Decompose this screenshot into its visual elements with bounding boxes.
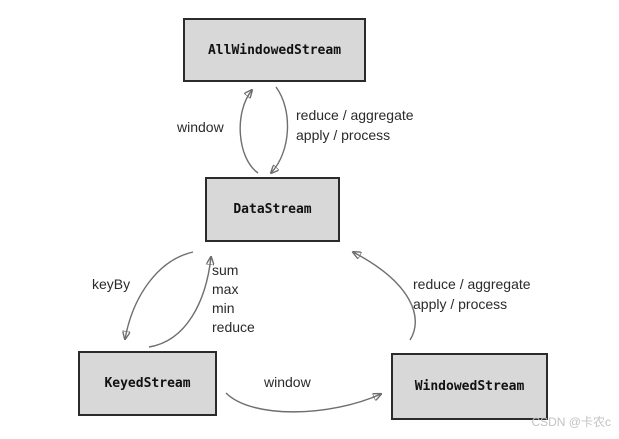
edge-label-keyby: keyBy <box>92 276 131 292</box>
edge-label-reduce-aggregate-right: reduce / aggregate apply / process <box>413 276 531 312</box>
edge-label-window-bottom: window <box>264 374 311 390</box>
node-datastream: DataStream <box>205 177 340 242</box>
node-allwindowedstream: AllWindowedStream <box>183 18 366 82</box>
arrow-window-datastream-to-allwindowedstream <box>239 90 259 174</box>
node-keyedstream-label: KeyedStream <box>104 376 191 391</box>
arrow-keyby-datastream-to-keyedstream <box>125 251 194 339</box>
edge-label-aggregations: sum max min reduce <box>212 262 255 335</box>
arrow-aggregations-keyedstream-to-datastream <box>148 257 211 348</box>
node-keyedstream: KeyedStream <box>78 351 217 416</box>
arrow-window-keyedstream-to-windowedstream <box>225 392 381 413</box>
node-windowedstream-label: WindowedStream <box>414 379 525 394</box>
arrow-reduce-allwindowedstream-to-datastream <box>271 86 289 173</box>
node-datastream-label: DataStream <box>233 202 312 217</box>
node-allwindowedstream-label: AllWindowedStream <box>207 42 342 58</box>
arrow-reduce-windowedstream-to-datastream <box>353 252 416 341</box>
csdn-watermark: CSDN @卡农c <box>531 415 611 429</box>
edge-label-reduce-aggregate-top: reduce / aggregate apply / process <box>296 107 414 143</box>
node-windowedstream: WindowedStream <box>391 353 548 420</box>
edge-label-window-top: window <box>177 119 224 135</box>
